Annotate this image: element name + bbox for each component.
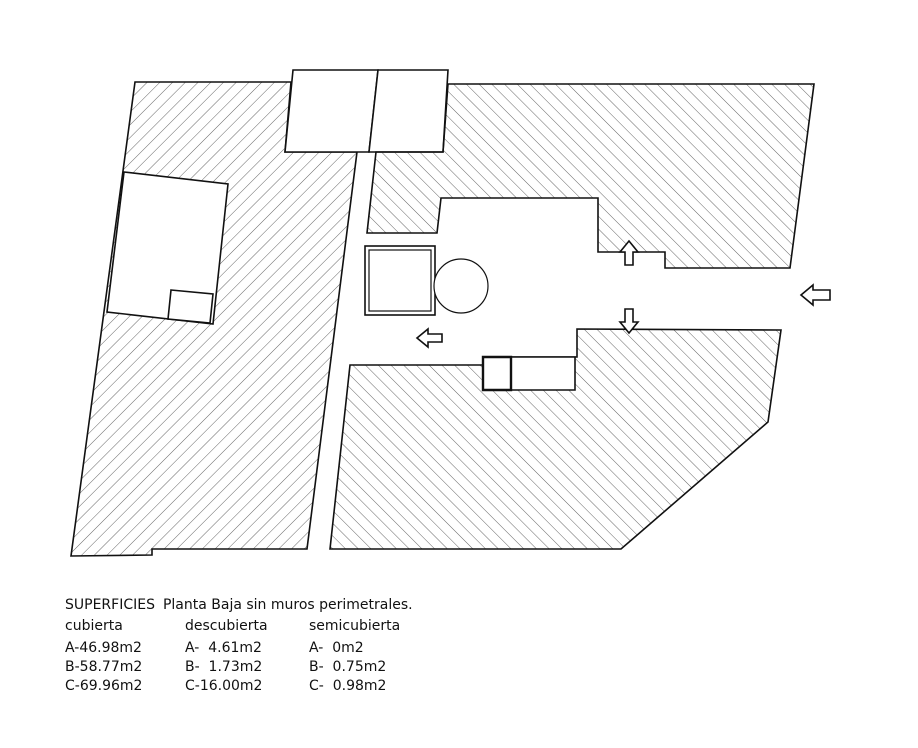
legend-value: B- 0.75m2 (309, 659, 387, 675)
room-top-left (284, 69, 379, 153)
legend-column-header: cubierta (65, 618, 123, 634)
legend-value: C- 0.98m2 (309, 678, 387, 694)
legend-value: C-69.96m2 (65, 678, 143, 694)
legend-column-descubierta: descubierta A- 4.61m2 B- 1.73m2 C-16.00m… (185, 617, 309, 696)
courtyard-square-inner (368, 249, 432, 312)
legend-value: A- 0m2 (309, 640, 364, 656)
room-lower-block-small (481, 355, 513, 392)
courtyard-circle (433, 258, 489, 314)
surfaces-legend: SUPERFICIES Planta Baja sin muros perime… (65, 596, 439, 696)
legend-column-header: semicubierta (309, 618, 401, 634)
legend-column-cubierta: cubierta A-46.98m2 B-58.77m2 C-69.96m2 (65, 617, 185, 696)
legend-value: B- 1.73m2 (185, 659, 263, 675)
floor-plan (70, 69, 831, 557)
arrow-up-icon (618, 239, 640, 266)
legend-value: B-58.77m2 (65, 659, 143, 675)
arrow-down-icon (618, 308, 640, 335)
room-top-right (368, 69, 449, 153)
arrow-left-icon (415, 327, 443, 349)
legend-column-header: descubierta (185, 618, 268, 634)
legend-value: A-46.98m2 (65, 640, 142, 656)
legend-subtitle: Planta Baja sin muros perimetrales. (162, 597, 413, 613)
legend-value: A- 4.61m2 (185, 640, 262, 656)
legend-title: SUPERFICIES (65, 597, 155, 613)
room-left (106, 171, 229, 325)
legend-value: C-16.00m2 (185, 678, 263, 694)
arrow-left-icon (799, 283, 831, 307)
legend-column-semicubierta: semicubierta A- 0m2 B- 0.75m2 C- 0.98m2 (309, 617, 439, 696)
room-left-small (167, 289, 214, 324)
zone-upper-right-hatched (366, 83, 815, 269)
